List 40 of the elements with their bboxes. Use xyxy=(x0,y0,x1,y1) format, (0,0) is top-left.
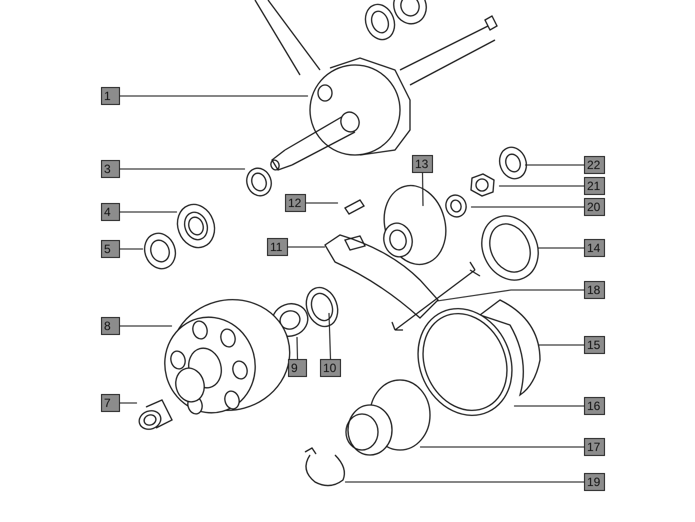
callout-number: 11 xyxy=(267,238,288,256)
callout-number: 10 xyxy=(320,359,341,377)
callout-number: 14 xyxy=(584,239,605,257)
leader-line xyxy=(538,247,584,249)
callout-number: 15 xyxy=(584,336,605,354)
callout-number: 3 xyxy=(101,160,120,178)
callout-number: 18 xyxy=(584,281,605,299)
callout-number: 20 xyxy=(584,198,605,216)
callout-number: 1 xyxy=(101,87,120,105)
callout-number: 21 xyxy=(584,177,605,195)
leader-line xyxy=(306,202,338,204)
callout-number: 8 xyxy=(101,317,120,335)
leader-line xyxy=(296,336,298,360)
callout-number: 5 xyxy=(101,240,120,258)
leader-line xyxy=(288,246,325,248)
leader-line xyxy=(328,312,332,360)
leader-line xyxy=(525,164,584,166)
callout-number: 12 xyxy=(285,194,306,212)
leader-line xyxy=(120,248,143,250)
callout-number: 7 xyxy=(101,394,120,412)
leader-line xyxy=(120,168,245,170)
leader-line xyxy=(120,95,308,97)
callout-number: 9 xyxy=(288,359,307,377)
leader-line xyxy=(436,289,584,302)
leader-line xyxy=(420,446,584,448)
callout-number: 19 xyxy=(584,473,605,491)
leader-line xyxy=(499,185,584,187)
callout-number: 4 xyxy=(101,203,120,221)
leader-line xyxy=(471,206,584,208)
callout-number: 16 xyxy=(584,397,605,415)
callout-number: 22 xyxy=(584,156,605,174)
callout-number: 13 xyxy=(412,155,433,173)
leader-line xyxy=(539,344,584,346)
leader-line xyxy=(422,173,424,206)
leader-line xyxy=(345,481,584,483)
leader-line xyxy=(120,402,137,404)
leader-line xyxy=(120,211,177,213)
leader-line xyxy=(514,405,584,407)
leader-line xyxy=(120,325,172,327)
callout-number: 17 xyxy=(584,438,605,456)
